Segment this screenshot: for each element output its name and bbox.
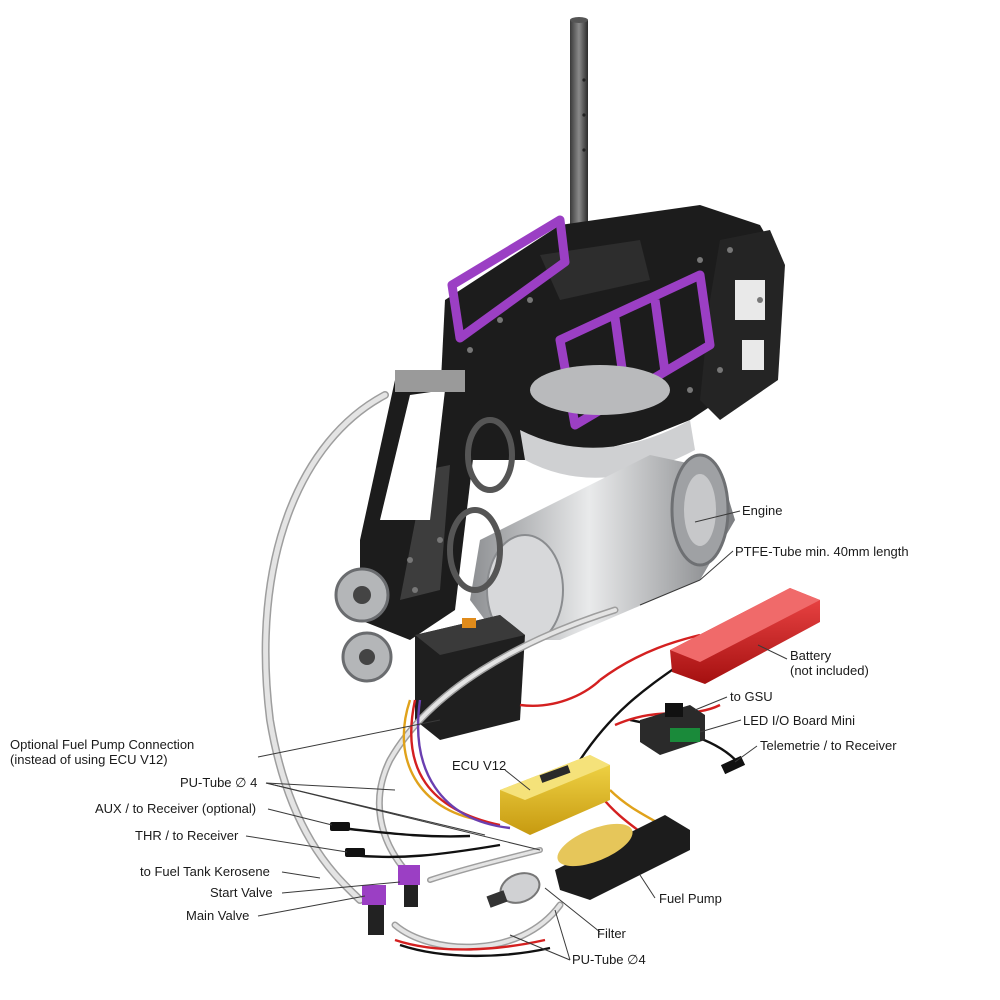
label-optional-pump-2: (instead of using ECU V12) (10, 752, 168, 767)
battery-pack (670, 588, 820, 684)
label-engine: Engine (742, 503, 782, 518)
label-aux: AUX / to Receiver (optional) (95, 801, 256, 816)
leader-lines (245, 510, 788, 961)
label-led-board: LED I/O Board Mini (743, 713, 855, 728)
wiring (339, 633, 741, 958)
label-to-gsu: to GSU (730, 689, 773, 704)
fuel-pump-unit (555, 815, 690, 900)
label-fuel-tank: to Fuel Tank Kerosene (140, 864, 270, 879)
fuel-filter (486, 872, 541, 908)
label-main-valve: Main Valve (186, 908, 249, 923)
label-filter: Filter (597, 926, 627, 941)
receiver-connectors (330, 822, 365, 857)
main-valve (362, 885, 386, 935)
black-frame (360, 205, 785, 640)
starter-pulleys (334, 417, 515, 683)
label-optional-pump-1: Optional Fuel Pump Connection (10, 737, 194, 752)
label-pu-tube-top: PU-Tube ∅ 4 (180, 775, 257, 790)
label-battery: Battery (790, 648, 832, 663)
label-thr: THR / to Receiver (135, 828, 239, 843)
ecu-v12-unit (500, 755, 610, 835)
label-telemetry: Telemetrie / to Receiver (760, 738, 897, 753)
label-start-valve: Start Valve (210, 885, 273, 900)
led-io-board (640, 703, 705, 755)
output-shaft (570, 17, 588, 250)
label-battery-note: (not included) (790, 663, 869, 678)
start-valve (398, 865, 420, 907)
telemetry-connector (720, 755, 746, 775)
label-fuel-pump: Fuel Pump (659, 891, 722, 906)
engine-body (470, 365, 735, 646)
label-ptfe-tube: PTFE-Tube min. 40mm length (735, 544, 909, 559)
label-pu-tube-bottom: PU-Tube ∅4 (572, 952, 646, 967)
label-ecu: ECU V12 (452, 758, 506, 773)
